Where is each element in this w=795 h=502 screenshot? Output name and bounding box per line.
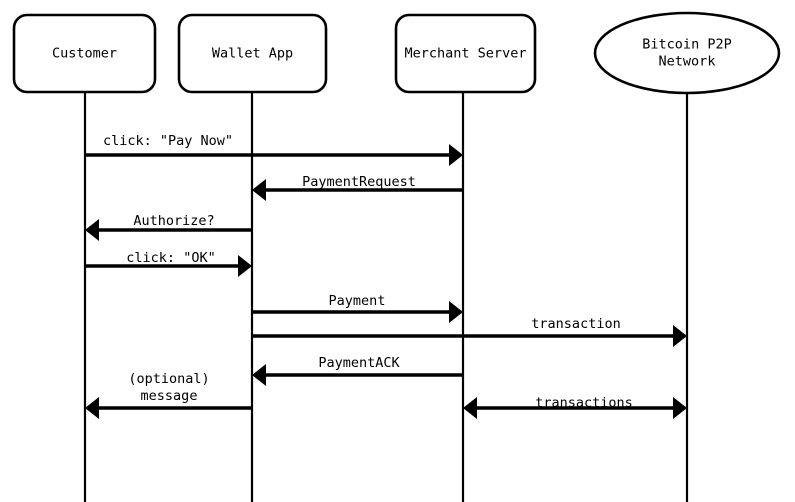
- participant-shape-box-wallet: [177, 13, 328, 94]
- participant-shape-box-merchant: [394, 13, 537, 94]
- message-msg-transaction[interactable]: transaction: [252, 316, 687, 347]
- arrow-head-msg-payment: [449, 301, 463, 323]
- message-label-msg-transaction: transaction: [531, 316, 620, 332]
- message-label-msg-click-ok: click: "OK": [126, 250, 215, 266]
- participant-shape-box-customer: [12, 13, 157, 94]
- message-msg-transactions[interactable]: transactions: [463, 395, 687, 419]
- message-label-msg-payment-request: PaymentRequest: [302, 174, 416, 190]
- arrow-head-msg-click-pay-now: [449, 144, 463, 166]
- message-msg-payment-request[interactable]: PaymentRequest: [252, 174, 463, 201]
- arrow-head-msg-transaction: [673, 325, 687, 347]
- message-msg-payment-ack[interactable]: PaymentACK: [252, 355, 463, 386]
- participant-label-merchant: Merchant Server: [405, 46, 527, 62]
- arrow-head-msg-click-ok: [238, 255, 252, 277]
- arrow-head-msg-payment-request: [252, 179, 266, 201]
- message-msg-optional-message[interactable]: (optional)message: [85, 371, 252, 419]
- arrow-head-msg-transactions: [463, 397, 477, 419]
- message-label-msg-payment: Payment: [329, 293, 386, 309]
- message-msg-click-ok[interactable]: click: "OK": [85, 250, 252, 277]
- lifelines-layer: [83, 92, 689, 502]
- participant-customer[interactable]: Customer: [12, 13, 157, 94]
- message-label-msg-payment-ack: PaymentACK: [318, 355, 400, 371]
- participant-shape-ellipse-bitcoin: [593, 11, 781, 95]
- participant-merchant[interactable]: Merchant Server: [394, 13, 537, 94]
- message-msg-click-pay-now[interactable]: click: "Pay Now": [85, 133, 463, 166]
- arrow-head-msg-payment-ack: [252, 364, 266, 386]
- participant-label-customer: Customer: [52, 46, 117, 62]
- message-label-msg-click-pay-now: click: "Pay Now": [103, 133, 233, 149]
- arrow-head-msg-transactions: [673, 397, 687, 419]
- participant-label-wallet: Wallet App: [212, 46, 293, 62]
- message-label-msg-authorize: Authorize?: [133, 213, 214, 229]
- message-msg-authorize[interactable]: Authorize?: [85, 213, 252, 241]
- message-label-msg-transactions: transactions: [535, 395, 633, 411]
- messages-layer: click: "Pay Now" PaymentRequestAuthorize?…: [85, 133, 687, 419]
- message-label-msg-optional-message: (optional)message: [128, 371, 209, 404]
- participants-layer: Customer Wallet App Merchant Server Bitcoin…: [12, 11, 781, 95]
- arrow-head-msg-authorize: [85, 219, 99, 241]
- message-msg-payment[interactable]: Payment: [252, 293, 463, 323]
- arrow-head-msg-optional-message: [85, 397, 99, 419]
- participant-wallet[interactable]: Wallet App: [177, 13, 328, 94]
